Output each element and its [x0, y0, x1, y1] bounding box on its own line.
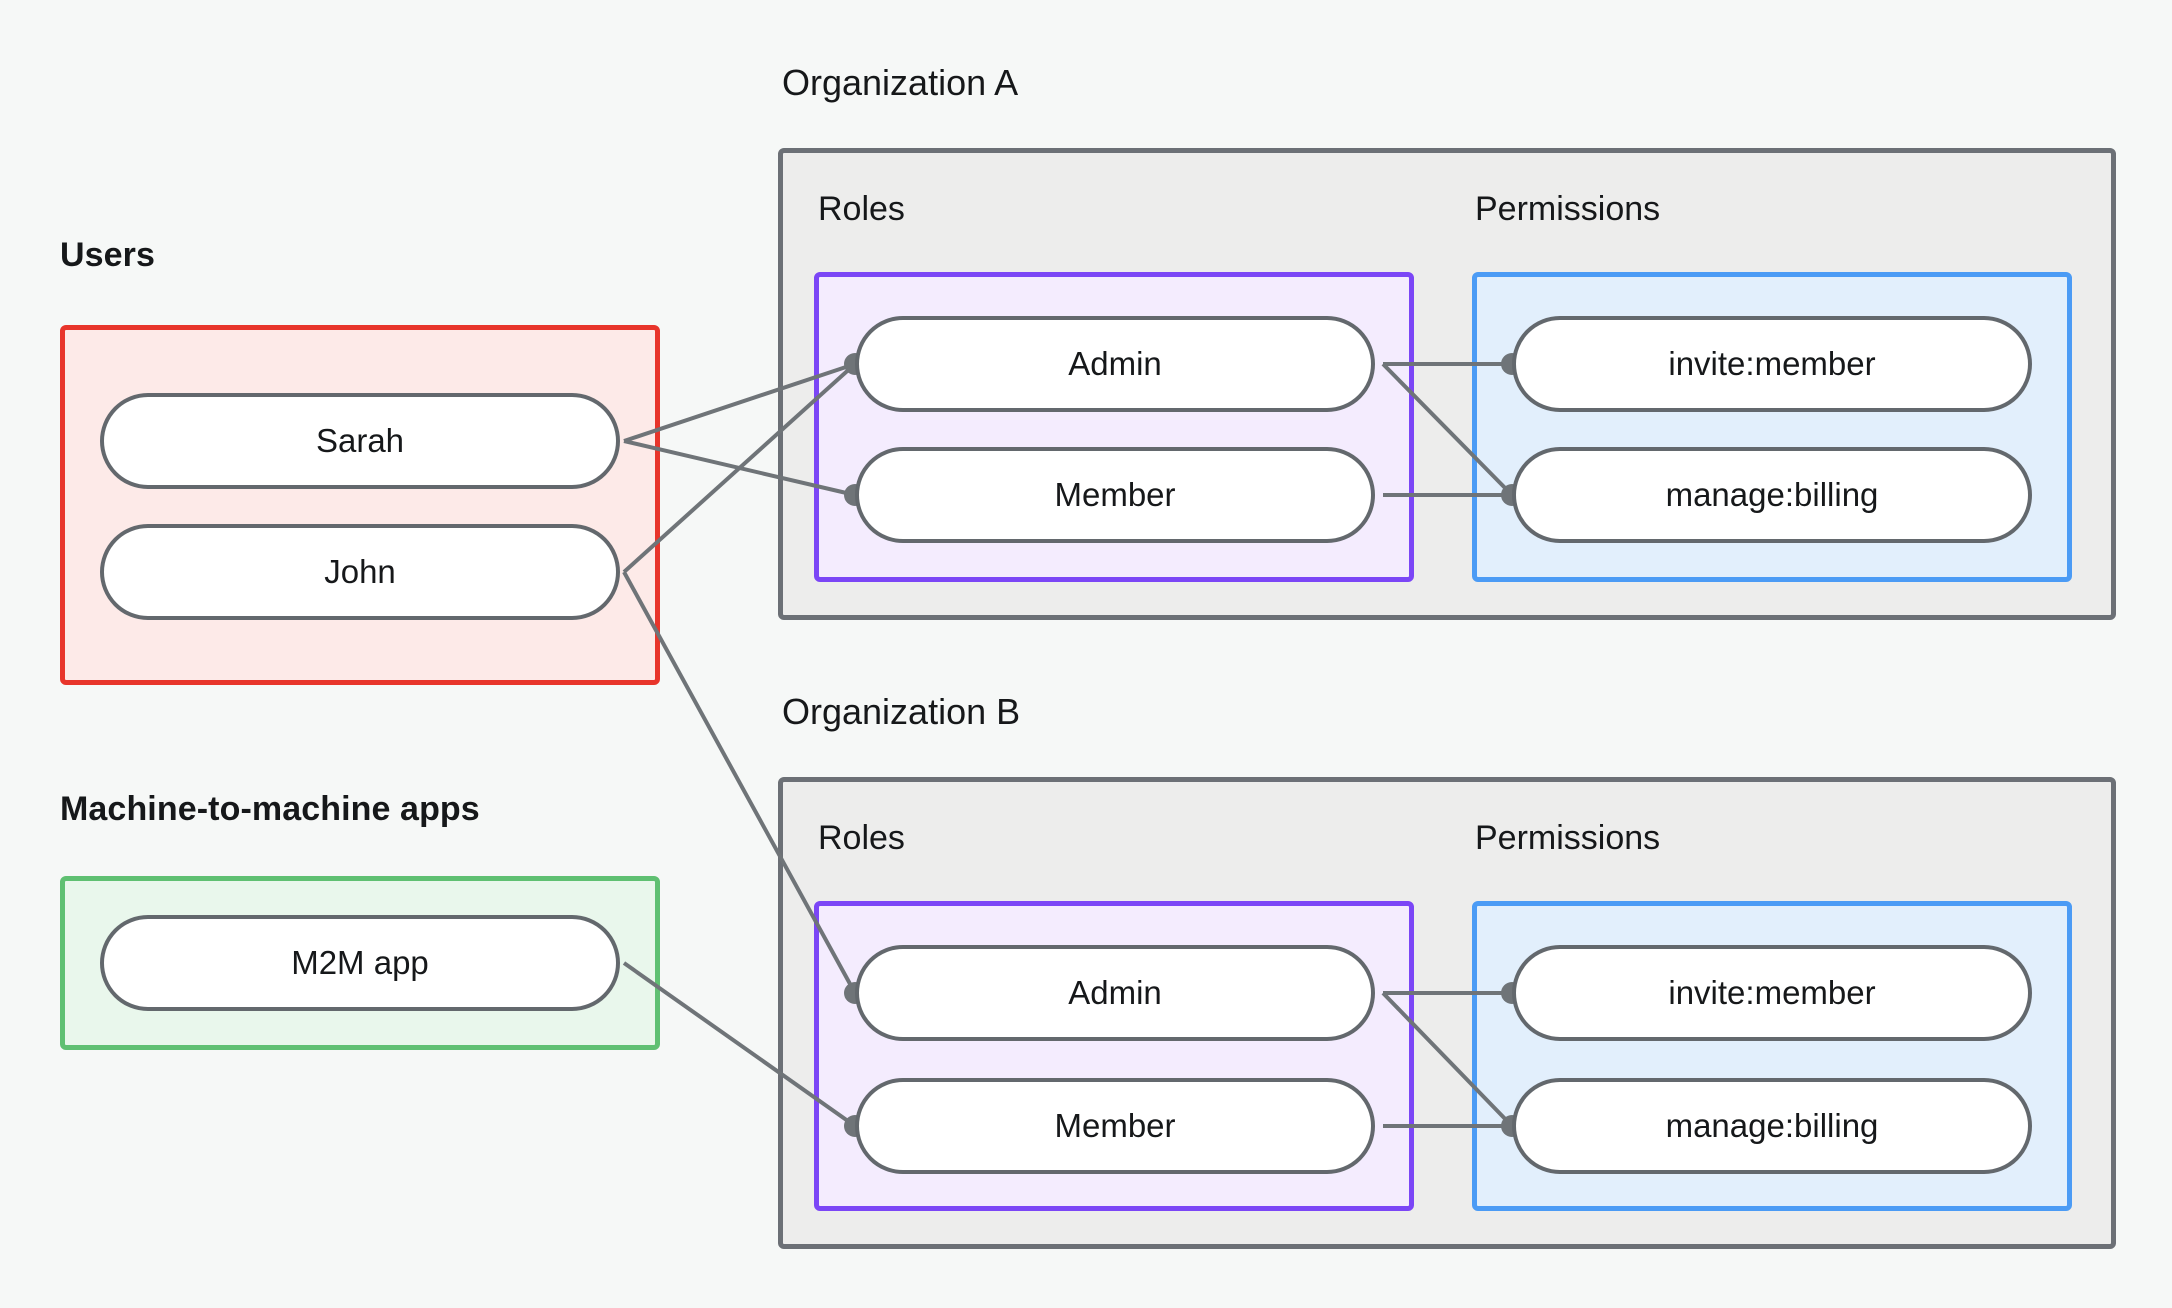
node-orgA-role-member[interactable]: Member [855, 447, 1375, 543]
organization-b-roles-title: Roles [818, 819, 905, 857]
node-user-sarah[interactable]: Sarah [100, 393, 620, 489]
users-group-title: Users [60, 236, 156, 274]
organization-a-title: Organization A [782, 62, 1019, 103]
organization-b-title: Organization B [782, 691, 1021, 732]
node-user-john[interactable]: John [100, 524, 620, 620]
organization-a-permissions-title: Permissions [1475, 190, 1661, 228]
node-m2m-app[interactable]: M2M app [100, 915, 620, 1011]
node-orgB-permission-manage-billing[interactable]: manage:billing [1512, 1078, 2032, 1174]
node-orgA-permission-manage-billing[interactable]: manage:billing [1512, 447, 2032, 543]
node-orgA-permission-invite-member[interactable]: invite:member [1512, 316, 2032, 412]
m2m-group-title: Machine-to-machine apps [60, 790, 480, 828]
node-orgB-permission-invite-member[interactable]: invite:member [1512, 945, 2032, 1041]
node-orgB-role-admin[interactable]: Admin [855, 945, 1375, 1041]
organization-b-permissions-title: Permissions [1475, 819, 1661, 857]
users-group-box [60, 325, 660, 685]
node-orgB-role-member[interactable]: Member [855, 1078, 1375, 1174]
node-orgA-role-admin[interactable]: Admin [855, 316, 1375, 412]
organization-a-roles-title: Roles [818, 190, 905, 228]
